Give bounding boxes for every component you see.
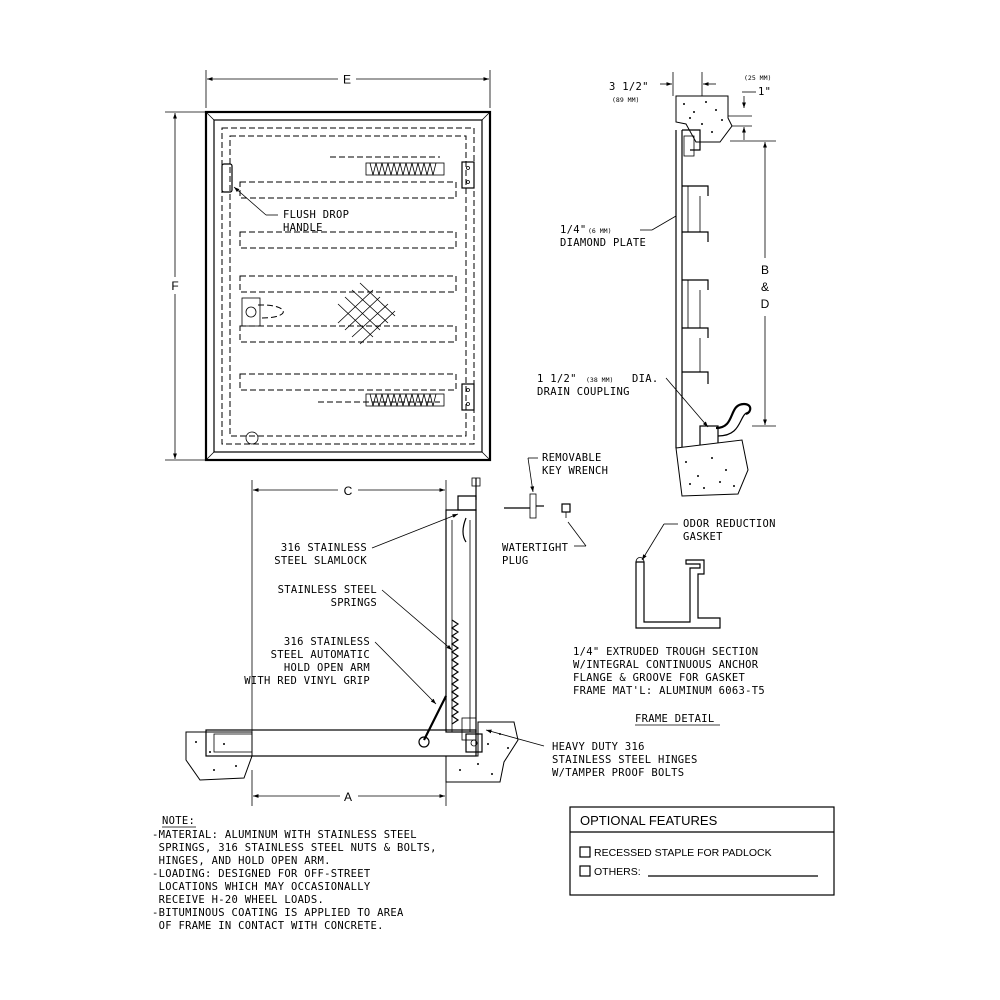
note-line: LOCATIONS WHICH MAY OCCASIONALLY xyxy=(152,881,371,893)
padlock-checkbox[interactable] xyxy=(579,846,591,858)
notes: NOTE: -MATERIAL: ALUMINUM WITH STAINLESS… xyxy=(152,815,437,932)
gasket xyxy=(635,557,645,563)
dimension-c-label: C xyxy=(344,484,353,498)
callout-arm-line4: WITH RED VINYL GRIP xyxy=(244,675,370,687)
callout-arm-line1: 316 STAINLESS xyxy=(284,636,370,648)
watertight-plug xyxy=(561,503,571,518)
note-line: RECEIVE H-20 WHEEL LOADS. xyxy=(152,894,324,906)
flush-drop-handle xyxy=(221,163,233,193)
cover-stiffeners xyxy=(239,181,457,391)
callout-hinges-line3: W/TAMPER PROOF BOLTS xyxy=(552,767,684,779)
slamlock-hook xyxy=(462,517,467,543)
dimension-depth-line3: D xyxy=(761,297,770,311)
callout-flush-drop-handle-line2: HANDLE xyxy=(283,222,323,234)
dimension-depth-line1: B xyxy=(761,263,769,277)
section-view: 3 1/2" (89 MM) (25 MM) 1" B & D xyxy=(537,72,776,497)
note-line: -LOADING: DESIGNED FOR OFF-STREET xyxy=(152,868,371,880)
callout-slamlock-line1: 316 STAINLESS xyxy=(281,542,367,554)
frame-detail-desc-line1: 1/4" EXTRUDED TROUGH SECTION xyxy=(573,646,758,658)
others-checkbox[interactable] xyxy=(579,865,591,877)
frame-section xyxy=(205,729,477,757)
dimension-f-label: F xyxy=(171,279,178,293)
frame-detail-desc-line4: FRAME MAT'L: ALUMINUM 6063-T5 xyxy=(573,685,765,697)
callout-drain-text: DRAIN COUPLING xyxy=(537,386,630,398)
dimension-a-label: A xyxy=(344,790,352,804)
key-wrench xyxy=(504,493,544,519)
frame-detail-desc-line2: W/INTEGRAL CONTINUOUS ANCHOR xyxy=(573,659,759,671)
option-others-label: OTHERS: xyxy=(594,866,641,878)
frame-detail: ODOR REDUCTION GASKET 1/4" EXTRUDED TROU… xyxy=(573,518,776,726)
optional-features-box: OPTIONAL FEATURES RECESSED STAPLE FOR PA… xyxy=(569,806,835,896)
dimension-lip-mm: (25 MM) xyxy=(744,74,771,82)
callout-drain-dia: DIA. xyxy=(632,373,659,385)
dimension-e-label: E xyxy=(343,73,351,87)
spring-assembly-top xyxy=(330,156,475,189)
callout-flush-drop-handle-line1: FLUSH DROP xyxy=(283,209,349,221)
note-line: -BITUMINOUS COATING IS APPLIED TO AREA xyxy=(152,907,404,919)
diamond-plate-symbol xyxy=(337,282,396,345)
hatch-frame-outer xyxy=(204,110,492,462)
callout-arm-line2: STEEL AUTOMATIC xyxy=(271,649,370,661)
callout-plate-thickness: 1/4" xyxy=(560,224,587,236)
elevation-view: C A xyxy=(185,452,698,806)
callout-plate-text: DIAMOND PLATE xyxy=(560,237,646,249)
hold-open-arm xyxy=(418,695,477,748)
plan-view: E F xyxy=(165,70,492,462)
concrete-slab-top xyxy=(675,95,733,143)
open-cover xyxy=(445,509,477,733)
diamond-plate-ribs xyxy=(682,185,709,384)
optional-features-title: OPTIONAL FEATURES xyxy=(580,813,718,828)
hatch-frame-inner xyxy=(213,119,483,453)
dimension-depth-line2: & xyxy=(761,280,769,294)
cover-outline xyxy=(221,127,475,445)
dimension-f: F xyxy=(165,111,205,461)
note-line: OF FRAME IN CONTACT WITH CONCRETE. xyxy=(152,920,384,932)
callout-slamlock-line2: STEEL SLAMLOCK xyxy=(274,555,367,567)
note-line: -MATERIAL: ALUMINUM WITH STAINLESS STEEL xyxy=(152,829,417,841)
frame-detail-title: FRAME DETAIL xyxy=(635,713,714,725)
springs-elevation xyxy=(450,619,460,725)
callout-plug-line2: PLUG xyxy=(502,555,529,567)
drain-plug-symbol xyxy=(245,431,259,445)
callout-gasket-line1: ODOR REDUCTION xyxy=(683,518,776,530)
callout-drain-size: 1 1/2" xyxy=(537,373,577,385)
callout-wrench-line2: KEY WRENCH xyxy=(542,465,608,477)
callout-springs-line2: SPRINGS xyxy=(331,597,377,609)
notes-heading: NOTE: xyxy=(162,815,195,827)
spring-assembly-bottom xyxy=(318,383,475,411)
callout-springs-line1: STAINLESS STEEL xyxy=(278,584,377,596)
hinge-elevation xyxy=(465,733,483,753)
callout-hinges-line2: STAINLESS STEEL HINGES xyxy=(552,754,698,766)
dimension-e: E xyxy=(205,70,491,108)
dimension-lip: 1" xyxy=(758,86,771,98)
callout-plate-thickness-mm: (6 MM) xyxy=(588,227,611,235)
callout-arm-line3: HOLD OPEN ARM xyxy=(284,662,370,674)
callout-gasket-line2: GASKET xyxy=(683,531,723,543)
note-line: SPRINGS, 316 STAINLESS STEEL NUTS & BOLT… xyxy=(152,842,437,854)
note-line: HINGES, AND HOLD OPEN ARM. xyxy=(152,855,331,867)
dimension-top-width: 3 1/2" xyxy=(609,81,649,93)
dimension-top-width-mm: (89 MM) xyxy=(612,96,639,104)
slamlock-plan xyxy=(241,297,284,327)
callout-wrench-line1: REMOVABLE xyxy=(542,452,602,464)
concrete-slab-bottom xyxy=(675,439,749,497)
trough-section xyxy=(635,559,721,629)
callout-plug-line1: WATERTIGHT xyxy=(502,542,569,554)
frame-detail-desc-line3: FLANGE & GROOVE FOR GASKET xyxy=(573,672,746,684)
option-padlock-label: RECESSED STAPLE FOR PADLOCK xyxy=(594,847,772,859)
callout-drain-size-mm: (38 MM) xyxy=(586,376,613,384)
callout-hinges-line1: HEAVY DUTY 316 xyxy=(552,741,645,753)
